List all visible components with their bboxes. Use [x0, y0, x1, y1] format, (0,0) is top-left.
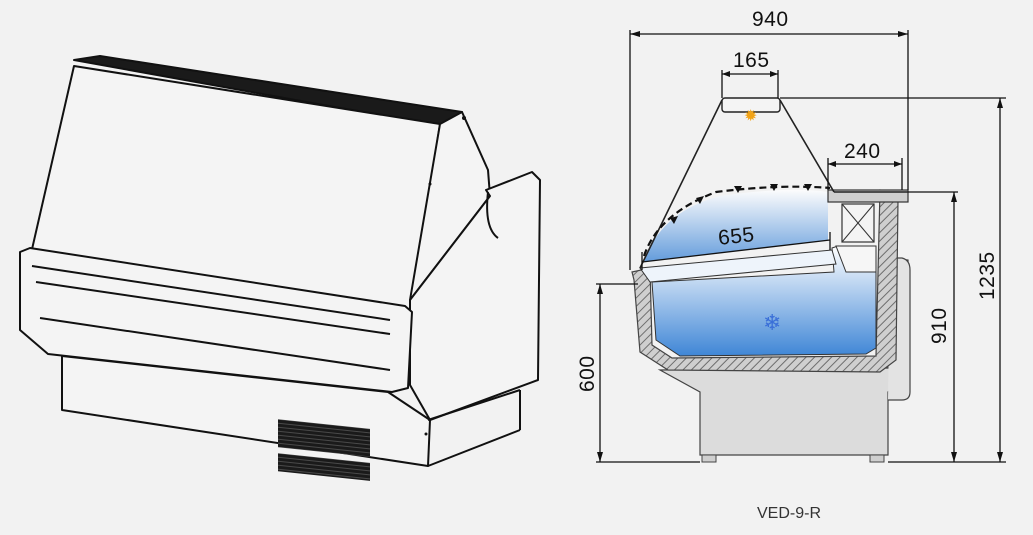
front-rail: [19, 247, 413, 393]
dim-label-overall-depth: 940: [752, 8, 789, 31]
vent-grille-upper: [278, 419, 370, 457]
foot-left: [701, 454, 717, 463]
dim-label-display-depth: 655: [717, 223, 756, 250]
vent-grille-lower: [278, 453, 370, 481]
canopy-side: [409, 111, 491, 301]
dim-label-base-height: 600: [576, 355, 599, 392]
cross-section: ❄ ✹: [631, 97, 911, 463]
dim-label-counter-height: 910: [928, 307, 951, 344]
front-glass-line: [639, 99, 723, 269]
lamp-housing: [721, 97, 781, 113]
air-flow-arrows: [642, 185, 831, 257]
dim-label-top-shelf-depth: 240: [844, 140, 881, 163]
light-sun-icon: ✹: [744, 106, 757, 125]
foot-right: [869, 454, 885, 463]
cold-air-curtain: [644, 189, 828, 262]
model-label: VED-9-R: [757, 505, 821, 522]
rear-glass-line: [779, 99, 835, 193]
top-shelf: [827, 189, 909, 203]
dim-label-lamp-width: 165: [733, 49, 770, 72]
side-round-corner: [486, 191, 499, 239]
snowflake-icon: ❄: [763, 311, 781, 336]
dim-label-overall-height: 1235: [976, 251, 999, 300]
dimension-lines: [596, 30, 1006, 463]
isometric-view: [19, 55, 541, 481]
